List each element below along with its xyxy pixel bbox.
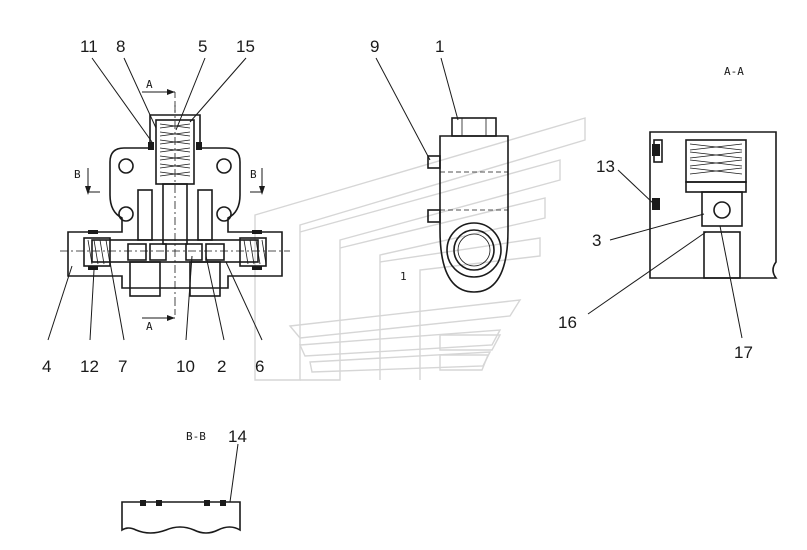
- callout-16: 16: [558, 313, 577, 332]
- side-view-marking: 1: [400, 270, 407, 283]
- watermark-logo: [254, 117, 586, 381]
- callout-2: 2: [217, 357, 226, 376]
- side-view: 1: [400, 117, 509, 293]
- callout-9: 9: [370, 37, 379, 56]
- callout-12: 12: [80, 357, 99, 376]
- callout-7: 7: [118, 357, 127, 376]
- callout-14: 14: [228, 427, 247, 446]
- callout-6: 6: [255, 357, 264, 376]
- callout-11: 11: [80, 37, 98, 56]
- callout-1: 1: [435, 37, 444, 56]
- callout-3: 3: [592, 231, 601, 250]
- callout-5: 5: [198, 37, 207, 56]
- callout-13: 13: [596, 157, 615, 176]
- main-section-view: A A B B: [60, 78, 290, 333]
- section-bb-marker-right: B: [250, 168, 257, 181]
- section-aa-title: A-A: [724, 65, 744, 78]
- callout-4: 4: [42, 357, 51, 376]
- leader-lines: [47, 57, 743, 503]
- section-aa-marker-top: A: [146, 78, 153, 91]
- callout-10: 10: [176, 357, 195, 376]
- section-aa-marker-bottom: A: [146, 320, 153, 333]
- callout-15: 15: [236, 37, 255, 56]
- section-bb-title: B-B: [186, 430, 206, 443]
- callout-17: 17: [734, 343, 753, 362]
- callout-numbers: 11 8 5 15 9 1 13 3 16 17 4 12 7 10 2 6 1…: [42, 37, 753, 446]
- callout-8: 8: [116, 37, 125, 56]
- section-bb-marker-left: B: [74, 168, 81, 181]
- section-bb-view: B-B: [121, 430, 241, 534]
- section-aa-view: A-A: [649, 65, 778, 279]
